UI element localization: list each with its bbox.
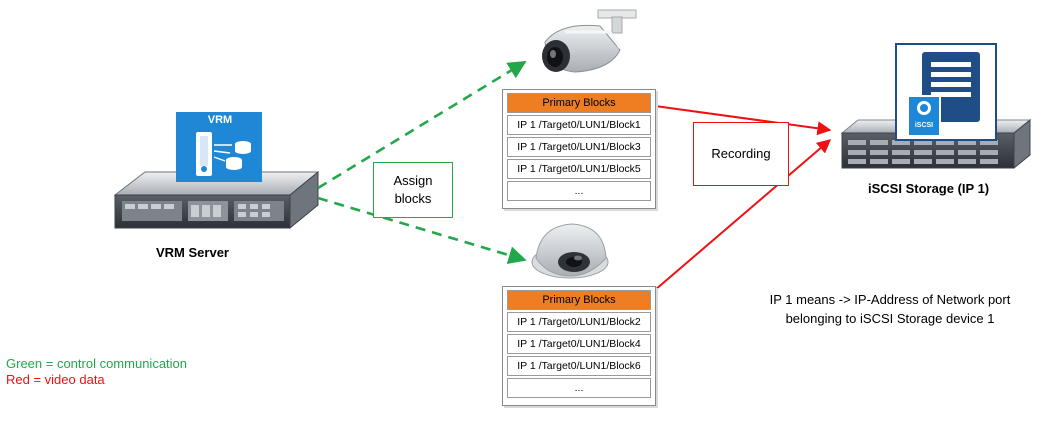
dome-camera-icon xyxy=(531,223,609,279)
table-header: Primary Blocks xyxy=(507,93,651,113)
iscsi-badge-text: iSCSI xyxy=(914,122,934,129)
table-row: IP 1 /Target0/LUN1/Block5 xyxy=(507,159,651,179)
table-row: IP 1 /Target0/LUN1/Block1 xyxy=(507,115,651,135)
primary-blocks-table-top: Primary Blocks IP 1 /Target0/LUN1/Block1… xyxy=(502,89,656,209)
assign-blocks-line2: blocks xyxy=(394,191,432,206)
ip-note-line1: IP 1 means -> IP-Address of Network port xyxy=(769,292,1011,307)
vrm-badge-text: VRM xyxy=(207,114,233,126)
table-header: Primary Blocks xyxy=(507,290,651,310)
table-row: ... xyxy=(507,378,651,398)
recording-box: Recording xyxy=(693,122,789,186)
legend-green: Green = control communication xyxy=(6,356,188,371)
table-row: IP 1 /Target0/LUN1/Block6 xyxy=(507,356,651,376)
ip-note-line2: belonging to iSCSI Storage device 1 xyxy=(785,311,995,326)
legend: Green = control communication Red = vide… xyxy=(6,356,187,388)
iscsi-storage-icon xyxy=(840,43,1032,170)
table-row: IP 1 /Target0/LUN1/Block3 xyxy=(507,137,651,157)
table-row: IP 1 /Target0/LUN1/Block2 xyxy=(507,312,651,332)
table-row: IP 1 /Target0/LUN1/Block4 xyxy=(507,334,651,354)
table-row: ... xyxy=(507,181,651,201)
vrm-server-label: VRM Server xyxy=(156,245,229,260)
video-arrows xyxy=(654,105,832,291)
primary-blocks-table-bottom: Primary Blocks IP 1 /Target0/LUN1/Block2… xyxy=(502,286,656,406)
assign-blocks-line1: Assign xyxy=(393,173,433,188)
ip-note: IP 1 means -> IP-Address of Network port… xyxy=(740,290,1040,328)
vrm-server-icon xyxy=(113,112,320,230)
control-arrows xyxy=(317,60,527,265)
bullet-camera-icon xyxy=(542,9,637,73)
legend-red: Red = video data xyxy=(6,372,105,387)
assign-blocks-box: Assign blocks xyxy=(373,162,453,218)
iscsi-storage-label: iSCSI Storage (IP 1) xyxy=(868,181,990,196)
